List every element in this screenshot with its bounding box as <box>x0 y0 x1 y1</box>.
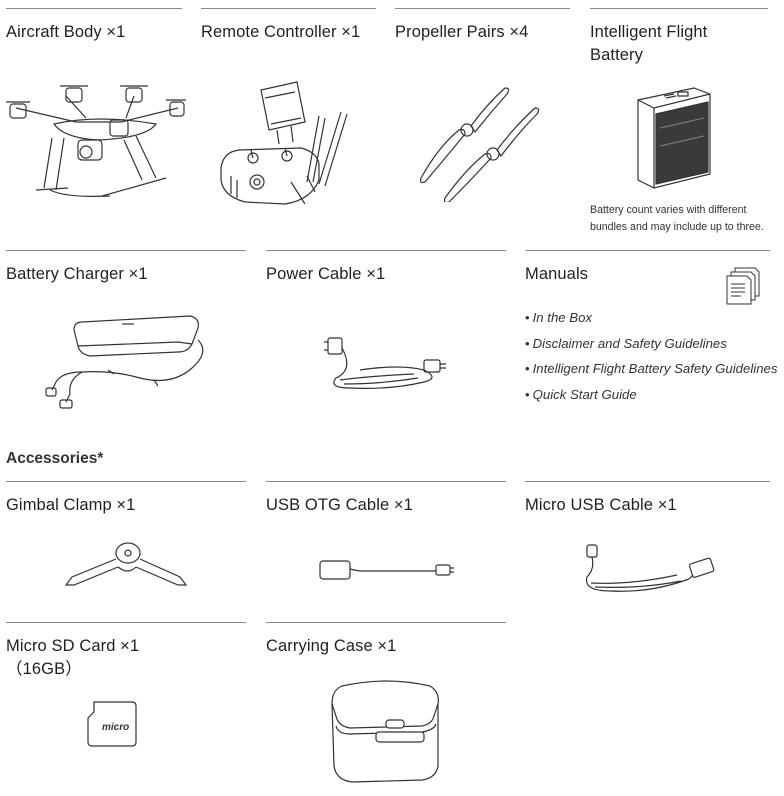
gimbal-clamp-icon <box>62 539 192 595</box>
item-title: Micro USB Cable ×1 <box>525 496 677 514</box>
item-propeller-pairs: Propeller Pairs ×4 <box>395 8 570 243</box>
document-stack-icon <box>725 266 761 306</box>
item-title: Intelligent Flight Battery <box>590 21 707 67</box>
item-title: Battery Charger ×1 <box>6 265 148 283</box>
item-aircraft-body: Aircraft Body ×1 <box>6 8 182 243</box>
item-title: Manuals <box>525 265 589 283</box>
divider <box>6 481 246 482</box>
divider <box>6 250 246 251</box>
divider <box>201 8 376 9</box>
list-item: •Quick Start Guide <box>525 382 777 408</box>
item-title: Aircraft Body ×1 <box>6 23 126 41</box>
item-micro-sd-card: Micro SD Card ×1 （16GB） micro <box>6 622 246 792</box>
item-remote-controller: Remote Controller ×1 <box>201 8 376 243</box>
item-power-cable: Power Cable ×1 <box>266 250 506 440</box>
manual-title: Quick Start Guide <box>532 386 637 402</box>
item-micro-usb-cable: Micro USB Cable ×1 <box>525 481 770 616</box>
manual-title: Disclaimer and Safety Guidelines <box>532 335 727 351</box>
micro-sd-card-icon: micro <box>86 700 140 748</box>
item-title-line-1: Micro SD Card ×1 <box>6 637 140 655</box>
divider <box>525 481 770 482</box>
divider <box>6 8 182 9</box>
item-gimbal-clamp: Gimbal Clamp ×1 <box>6 481 246 616</box>
divider <box>525 250 770 251</box>
item-title-line-1: Intelligent Flight <box>590 23 708 41</box>
remote-controller-icon <box>215 72 355 212</box>
list-item: •Disclaimer and Safety Guidelines <box>525 331 777 357</box>
usb-otg-cable-icon <box>318 557 458 587</box>
item-title: Remote Controller ×1 <box>201 23 361 41</box>
power-cable-icon <box>320 330 450 400</box>
item-title-line-2: （16GB） <box>6 660 82 678</box>
sd-card-label: micro <box>102 722 129 733</box>
divider <box>395 8 570 9</box>
item-title: USB OTG Cable ×1 <box>266 496 413 514</box>
battery-charger-icon <box>42 310 222 410</box>
list-item: •Intelligent Flight Battery Safety Guide… <box>525 356 777 382</box>
battery-icon <box>634 84 714 192</box>
item-title: Propeller Pairs ×4 <box>395 23 529 41</box>
bullet: • <box>525 361 530 377</box>
micro-usb-cable-icon <box>581 539 721 605</box>
manual-title: In the Box <box>532 310 593 325</box>
propeller-icon <box>415 82 555 202</box>
item-title: Power Cable ×1 <box>266 265 386 283</box>
divider <box>6 622 246 623</box>
aircraft-icon <box>6 78 186 203</box>
item-manuals: Manuals •In the Box •Disclaimer and Safe… <box>525 250 777 440</box>
manual-title: Intelligent Flight Battery Safety Guidel… <box>532 361 778 377</box>
bullet: • <box>525 386 530 402</box>
item-title: Micro SD Card ×1 （16GB） <box>6 635 139 681</box>
item-title: Carrying Case ×1 <box>266 637 397 655</box>
battery-note-line-1: Battery count varies with different <box>590 204 747 216</box>
manuals-list: •In the Box •Disclaimer and Safety Guide… <box>525 305 777 407</box>
battery-note: Battery count varies with different bund… <box>590 202 764 236</box>
divider <box>266 250 506 251</box>
divider <box>266 622 506 623</box>
divider <box>590 8 768 9</box>
item-battery-charger: Battery Charger ×1 <box>6 250 246 440</box>
battery-note-line-2: bundles and may include up to three. <box>590 221 764 233</box>
item-title-line-2: Battery <box>590 46 643 64</box>
bullet: • <box>525 335 530 351</box>
bullet: • <box>525 310 530 325</box>
carrying-case-icon <box>326 676 446 788</box>
item-intelligent-flight-battery: Intelligent Flight Battery Battery count… <box>590 8 768 243</box>
item-carrying-case: Carrying Case ×1 <box>266 622 506 792</box>
divider <box>266 481 506 482</box>
list-item: •In the Box <box>525 305 777 331</box>
item-title: Gimbal Clamp ×1 <box>6 496 136 514</box>
item-usb-otg-cable: USB OTG Cable ×1 <box>266 481 506 616</box>
accessories-heading: Accessories* <box>6 450 104 467</box>
